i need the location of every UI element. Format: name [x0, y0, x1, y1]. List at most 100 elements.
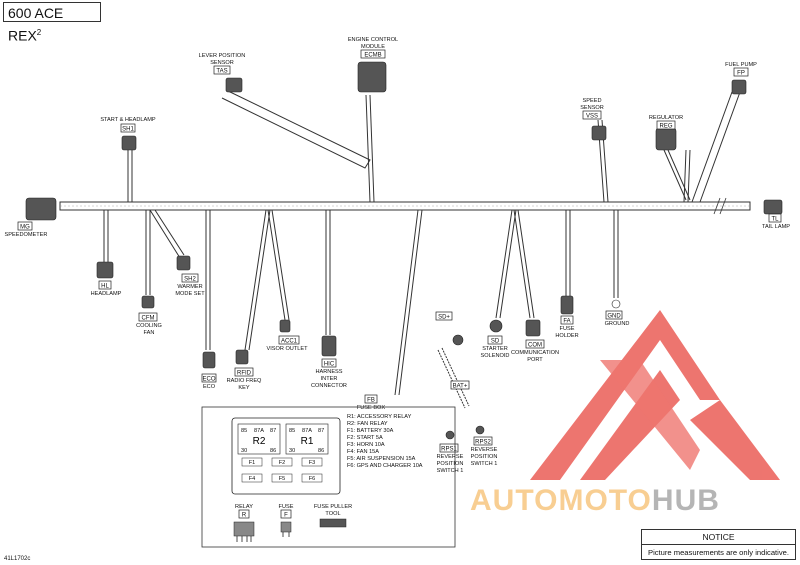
- lever-position-label: LEVER POSITION: [199, 53, 246, 59]
- rps2-label: REVERSE: [471, 447, 498, 453]
- lever-position-connector-icon: [225, 77, 243, 93]
- fuel-pump-label: FUEL PUMP: [725, 62, 757, 68]
- r1-pin-30: 30: [289, 448, 295, 454]
- visor-outlet-icon: [279, 319, 291, 333]
- notice-text: Picture measurements are only indicative…: [648, 548, 789, 557]
- r1-pin-86: 86: [318, 448, 324, 454]
- r2-label: R2: [253, 436, 266, 447]
- ecm-label: ENGINE CONTROL: [348, 37, 398, 43]
- fuse-legend-7: F6: GPS AND CHARGER 10A: [347, 463, 423, 469]
- fuse-slot-f5: F5: [279, 476, 286, 482]
- rps2-code: RPS2: [475, 440, 491, 446]
- harness-inter-label3: CONNECTOR: [311, 383, 347, 389]
- start-headlamp-code: SH1: [122, 127, 134, 133]
- fuse-part-label: FUSE: [279, 504, 294, 510]
- cooling-fan-code: CFM: [142, 316, 155, 322]
- r2-pin-86: 86: [270, 448, 276, 454]
- speed-sensor-label: SPEED: [583, 98, 602, 104]
- rps1-code: RPS1: [441, 447, 457, 453]
- cooling-fan-connector-icon: [141, 295, 155, 309]
- headlamp-connector-icon: [96, 261, 114, 279]
- ecm-label2: MODULE: [361, 44, 385, 50]
- comm-port-label: COMMUNICATION: [511, 350, 559, 356]
- tail-lamp-label: TAIL LAMP: [762, 224, 790, 230]
- cooling-fan-label: COOLING: [136, 323, 162, 329]
- fuse-box-detail: 85 87A 87 R2 30 86 85 87A 87 R1 30 86 F1…: [201, 406, 456, 548]
- fuse-legend-0: R1: ACCESSORY RELAY: [347, 414, 412, 420]
- tail-lamp-code: TL: [771, 217, 779, 223]
- warmer-code: SH2: [184, 277, 196, 283]
- main-harness: [59, 197, 751, 215]
- lever-position-label2: SENSOR: [210, 60, 234, 66]
- ecm-connector-icon: [357, 61, 387, 93]
- ground-code: GND: [607, 314, 621, 320]
- start-headlamp-connector-icon: [121, 135, 137, 151]
- harness-inter-code: HIC: [324, 362, 335, 368]
- title-superscript: 2: [36, 28, 42, 37]
- r1-pin-87a: 87A: [302, 428, 312, 434]
- warmer-label2: MODE SET: [175, 291, 205, 297]
- rps2-label3: SWITCH 1: [471, 461, 498, 467]
- fuse-legend-4: F3: HORN 10A: [347, 442, 385, 448]
- cooling-fan-label2: FAN: [144, 330, 155, 336]
- r1-pin-85: 85: [289, 428, 295, 434]
- r1-label: R1: [301, 436, 314, 447]
- speed-sensor-code: VSS: [586, 114, 598, 120]
- fuse-legend-1: R2: FAN RELAY: [347, 421, 388, 427]
- watermark-part2: HUB: [651, 484, 720, 517]
- headlamp-label: HEADLAMP: [91, 291, 122, 297]
- fuse-slot-f3: F3: [309, 460, 316, 466]
- lever-position-code: TAS: [216, 69, 227, 75]
- visor-outlet-code: ACC1: [281, 339, 298, 345]
- fuse-legend-5: F4: FAN 15A: [347, 449, 379, 455]
- fuse-holder-label: FUSE: [560, 326, 575, 332]
- comm-port-code: COM: [528, 343, 542, 349]
- headlamp-code: HL: [101, 284, 109, 290]
- fuse-holder-label2: HOLDER: [555, 333, 578, 339]
- harness-branches: [103, 89, 741, 409]
- sd-plus-code: SD+: [438, 315, 450, 321]
- relay-label: RELAY: [235, 504, 253, 510]
- title-main: 600 ACE REX: [8, 5, 64, 44]
- notice-box: NOTICE Picture measurements are only ind…: [641, 529, 796, 560]
- warmer-connector-icon: [176, 255, 191, 271]
- communication-port-icon: [525, 319, 541, 337]
- regulator-code: REG: [659, 124, 672, 130]
- relay-code: R: [242, 513, 247, 519]
- fuse-legend-6: F5: AIR SUSPENSION 15A: [347, 456, 416, 462]
- watermark-part1: AUTOMOTO: [470, 484, 652, 517]
- eco-label: ECO: [203, 384, 216, 390]
- fuse-holder-code: FA: [563, 319, 570, 325]
- speedometer-code: MG: [20, 225, 30, 231]
- starter-solenoid-label: STARTER: [482, 346, 508, 352]
- fuse-slot-f1: F1: [249, 460, 256, 466]
- comm-port-label2: PORT: [527, 357, 543, 363]
- r2-pin-87a: 87A: [254, 428, 264, 434]
- fuse-slot-f6: F6: [309, 476, 316, 482]
- rps1-connector-icon: [445, 430, 455, 440]
- starter-solenoid-label2: SOLENOID: [481, 353, 510, 359]
- eco-code: ECO: [202, 377, 215, 383]
- bat-plus-code: BAT+: [453, 384, 468, 390]
- r2-pin-30: 30: [241, 448, 247, 454]
- fuse-puller-icon: [319, 518, 347, 528]
- rps1-label: REVERSE: [437, 454, 464, 460]
- r2-pin-85: 85: [241, 428, 247, 434]
- eco-connector-icon: [202, 351, 216, 369]
- rps2-label2: POSITION: [471, 454, 498, 460]
- fuse-holder-icon: [560, 295, 574, 315]
- watermark-logo: [530, 310, 780, 480]
- fuse-icon: [280, 521, 292, 533]
- speedometer-connector-icon: [25, 197, 57, 221]
- fuse-puller-label2: TOOL: [325, 511, 340, 517]
- harness-inter-label: HARNESS: [315, 369, 342, 375]
- document-id: 41L1702c: [4, 556, 31, 562]
- tail-lamp-connector-icon: [763, 199, 783, 215]
- fuse-slot-f2: F2: [279, 460, 286, 466]
- notice-heading: NOTICE: [642, 530, 795, 545]
- fuel-pump-connector-icon: [731, 79, 747, 95]
- harness-inter-label2: INTER: [321, 376, 338, 382]
- watermark-text: AUTOMOTOHUB: [470, 484, 720, 518]
- radio-freq-key-icon: [235, 349, 249, 365]
